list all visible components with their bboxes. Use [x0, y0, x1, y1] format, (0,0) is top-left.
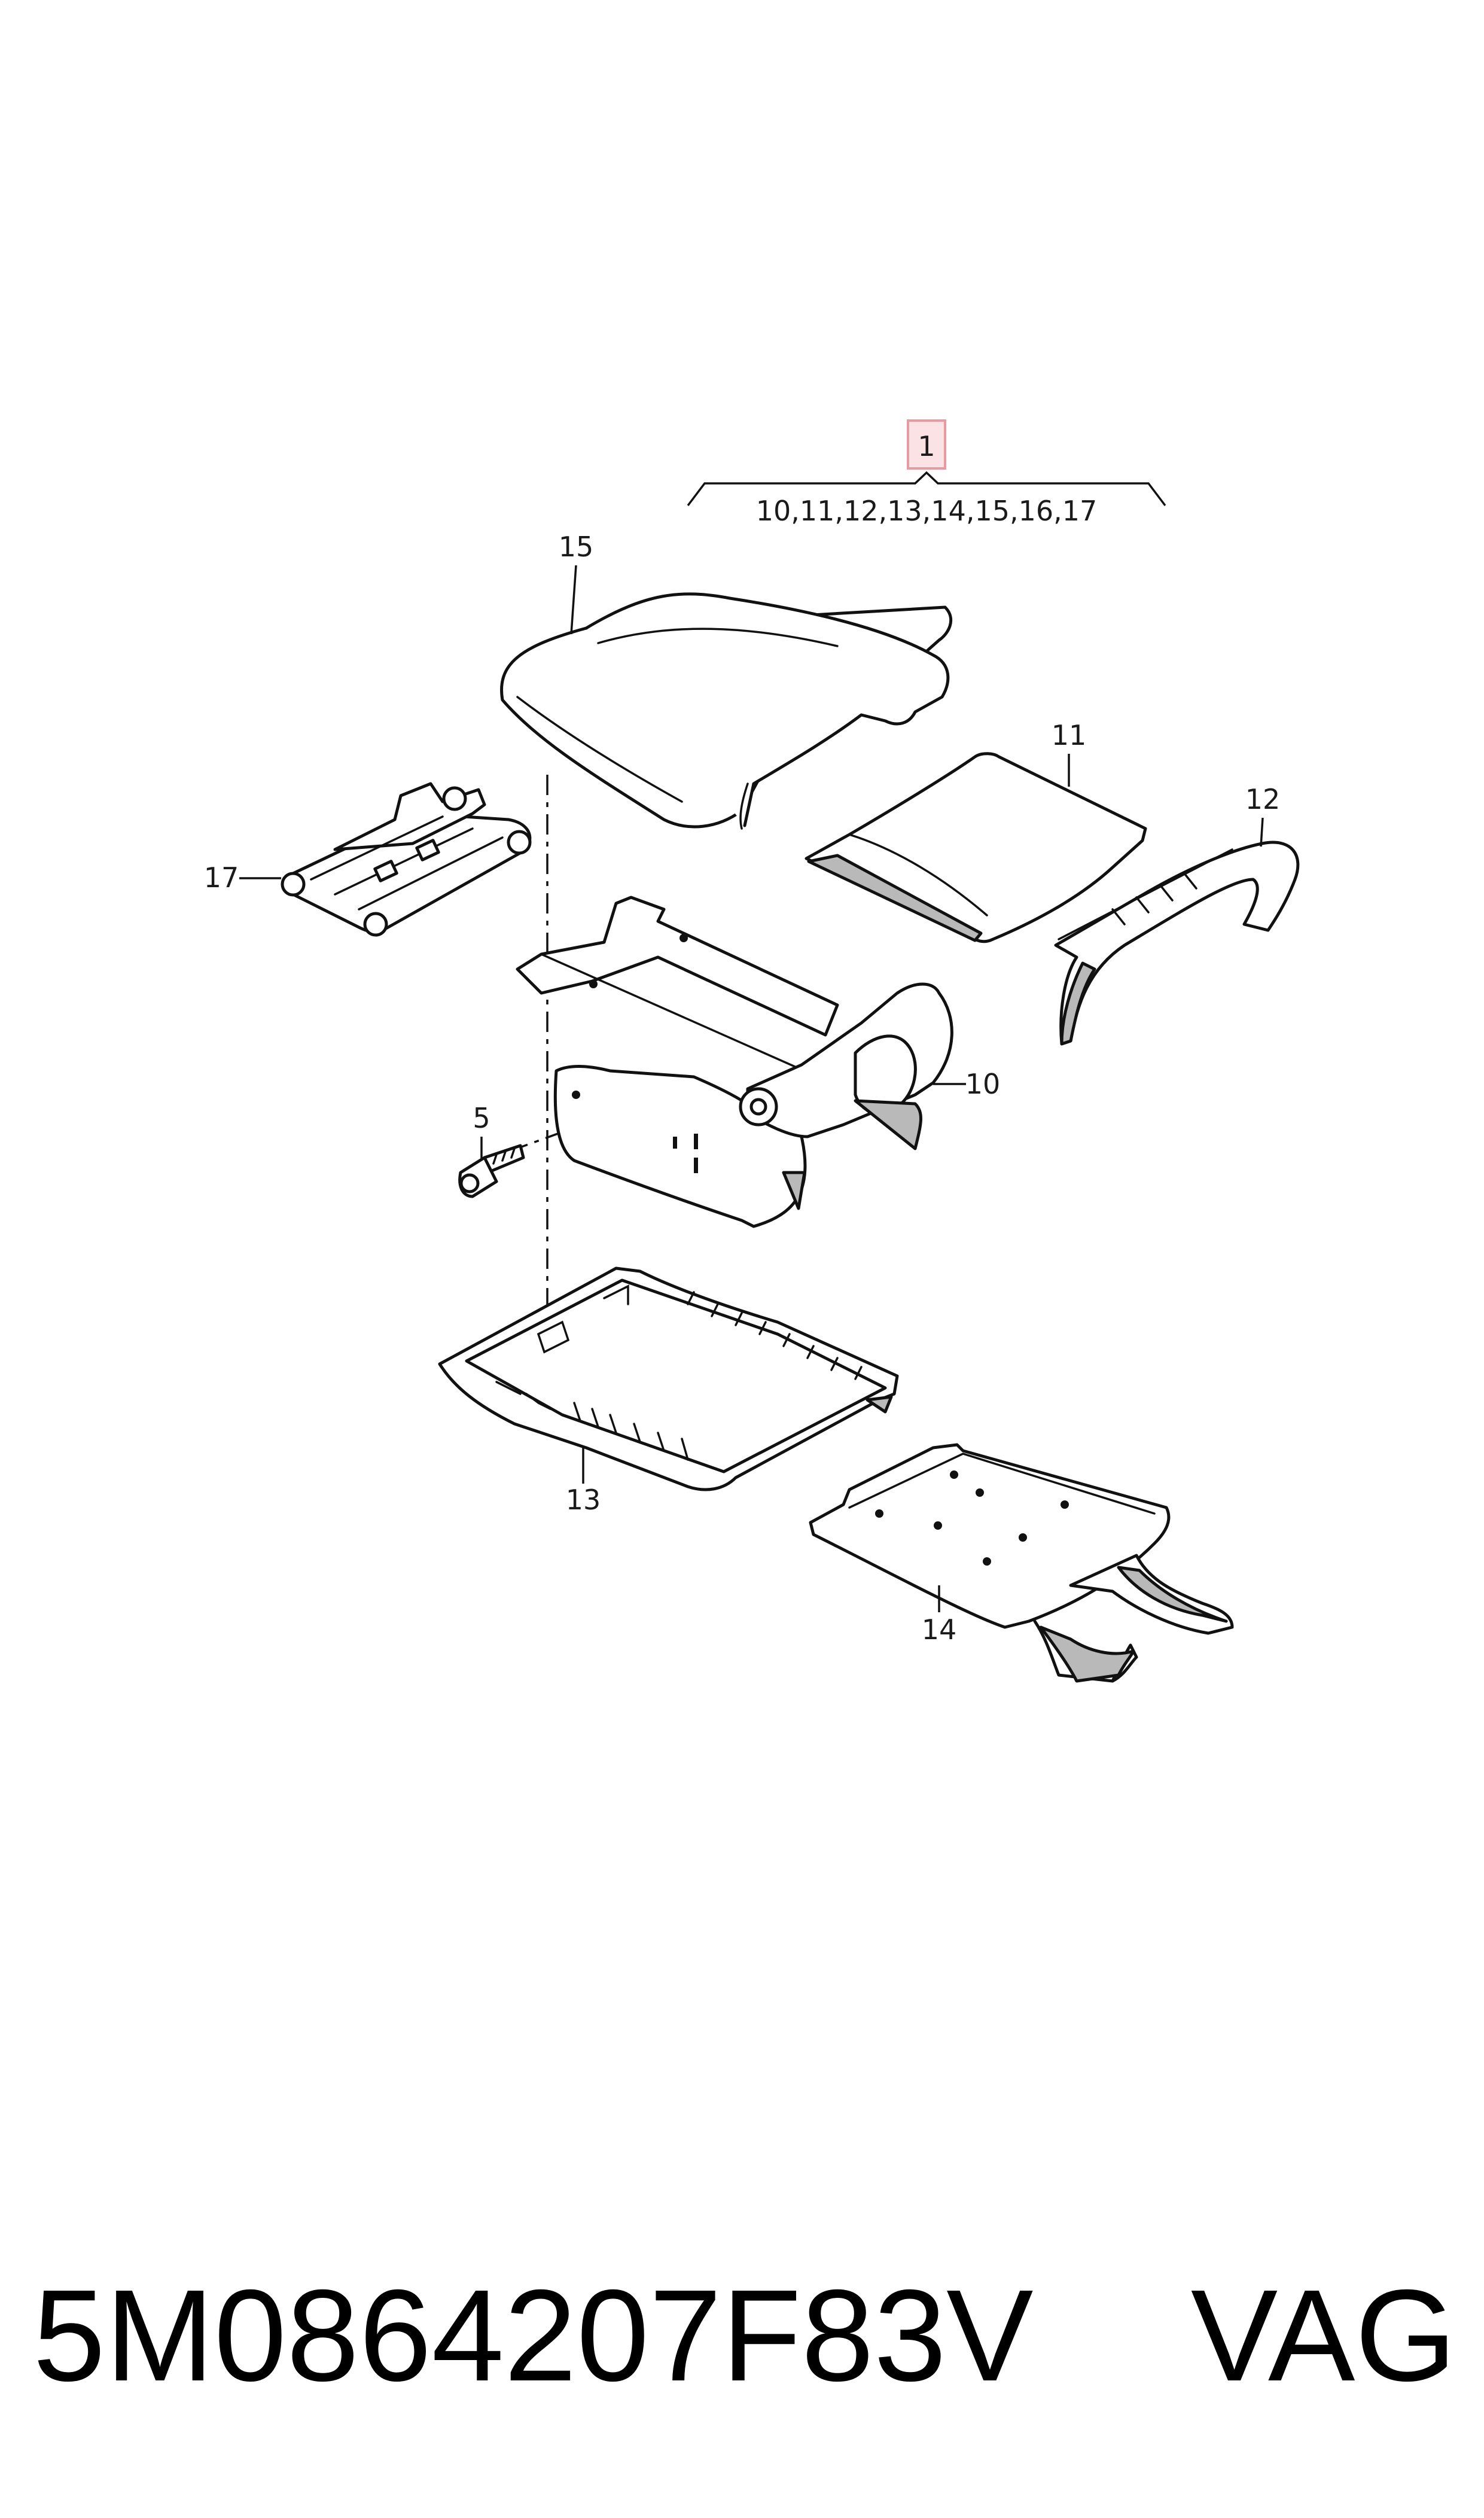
part-13-base-tray[interactable] [438, 1266, 899, 1491]
assembly-parts-label: 10,11,12,13,14,15,16,17 [756, 495, 1098, 527]
callout-13-label[interactable]: 13 [566, 1484, 601, 1516]
callout-12-label[interactable]: 12 [1245, 783, 1281, 815]
part-number-text: 5M0864207F83V [33, 2263, 1034, 2409]
part-17-hinge[interactable] [281, 782, 532, 937]
callout-1[interactable]: 1 [907, 419, 946, 470]
part-12-trim-bracket[interactable] [1054, 841, 1300, 1046]
callout-5-label[interactable]: 5 [473, 1102, 490, 1134]
part-10-armrest-frame[interactable] [516, 896, 953, 1228]
callout-12-leader [1260, 817, 1264, 847]
part-15-armrest-lid[interactable] [500, 592, 953, 830]
callout-10-label[interactable]: 10 [965, 1068, 1001, 1100]
callout-15-label[interactable]: 15 [559, 531, 594, 563]
exploded-parts-diagram: 1 10,11,12,13,14,15,16,17 15 11 12 [204, 419, 1300, 1683]
callout-1-highlight-box [907, 419, 946, 470]
part-14-storage-base[interactable] [809, 1443, 1234, 1683]
callout-17-label[interactable]: 17 [204, 861, 239, 894]
brand-text: VAG [1190, 2263, 1456, 2409]
callout-14-label[interactable]: 14 [922, 1613, 957, 1646]
callout-11-label[interactable]: 11 [1052, 719, 1087, 751]
part-11-storage-lid[interactable] [805, 752, 1147, 943]
footer: 5M0864207F83V VAG [33, 2267, 1456, 2405]
callout-15-leader [570, 565, 577, 635]
callout-1-label: 1 [918, 430, 935, 462]
assembly-bracket [687, 471, 1166, 507]
part-5-screw[interactable] [458, 1144, 525, 1198]
